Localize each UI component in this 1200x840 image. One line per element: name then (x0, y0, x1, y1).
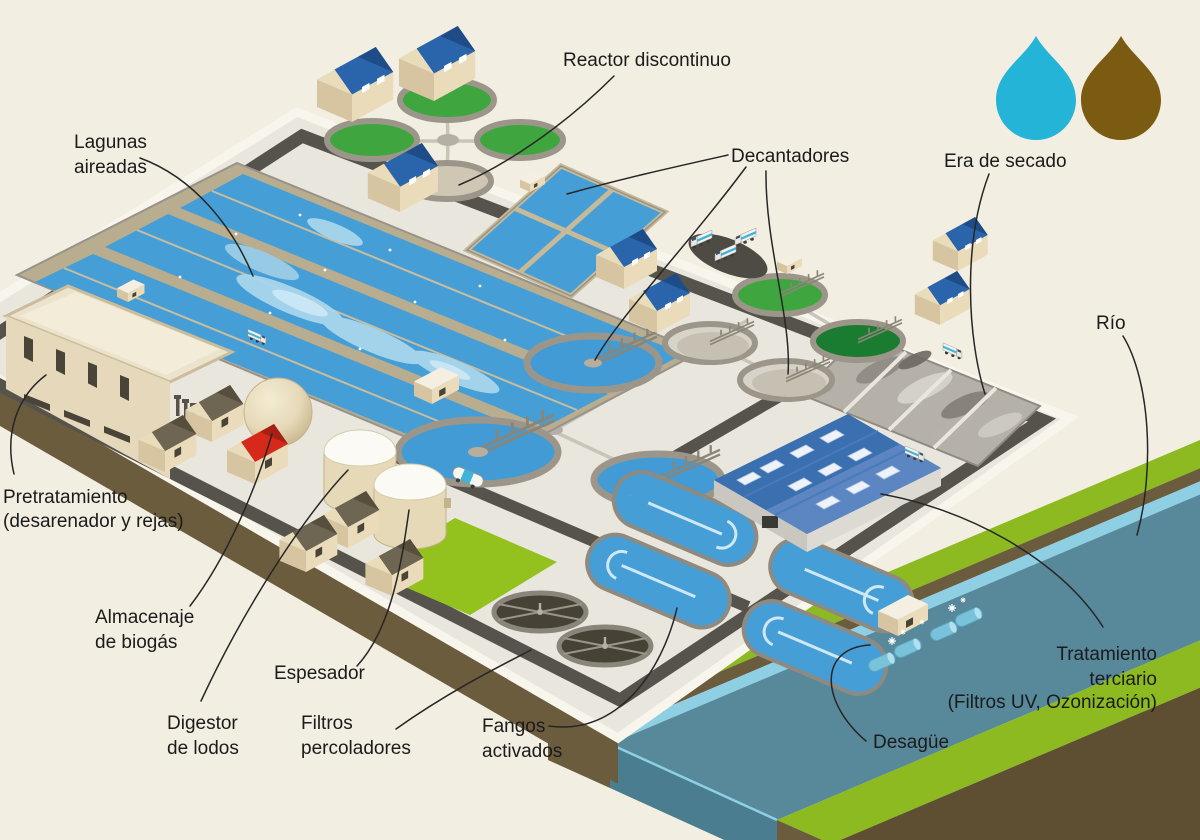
pump-hub (437, 134, 459, 146)
river-water (610, 494, 1200, 820)
leader-line (566, 154, 729, 195)
leader-line (139, 157, 254, 277)
river-far-bank (777, 640, 1200, 840)
leader-line (765, 170, 790, 375)
label-lagunas-2: aireadas (74, 157, 147, 178)
label-biogas-2: de biogás (95, 632, 177, 653)
label-pretratamiento-2: (desarenador y rejas) (3, 511, 184, 532)
tertiary-treatment-warehouse (714, 414, 941, 552)
activated-sludge-ditches (585, 470, 915, 696)
label-terciario-1: Tratamiento (1056, 644, 1157, 665)
leader-line (189, 433, 273, 607)
thickener-tank (373, 463, 451, 550)
leader-line (594, 166, 747, 361)
leader-line (200, 469, 349, 702)
clean-water-drop-icon (996, 36, 1076, 140)
label-decantadores: Decantadores (731, 146, 849, 167)
river-cut-lip (609, 742, 778, 822)
label-lagunas-1: Lagunas (74, 132, 147, 153)
label-percoladores-1: Filtros (301, 713, 353, 734)
callout-desague: Desagüe (830, 644, 949, 753)
leader-line (458, 75, 615, 186)
parking-area (688, 233, 768, 279)
label-terciario-2: terciario (1089, 669, 1157, 690)
label-digestor-2: de lodos (167, 738, 239, 759)
callout-tratamiento-terciario: Tratamiento terciario (Filtros UV, Ozoni… (880, 493, 1157, 713)
sludge-drop-icon (1081, 36, 1161, 140)
green-tank (324, 118, 420, 162)
skylights (736, 429, 901, 510)
callout-reactor-discontinuo: Reactor discontinuo (458, 50, 731, 186)
leader-line (548, 607, 678, 728)
callouts: Reactor discontinuo Lagunas aireadas Dec… (3, 50, 1157, 762)
label-percoladores-2: percoladores (301, 738, 411, 759)
leader-line (395, 649, 532, 730)
leader-line (830, 644, 871, 742)
tanker-trailer (452, 466, 484, 489)
rectangular-decanter-basin (462, 163, 670, 299)
lagoon-lane-line (63, 267, 505, 449)
label-pretratamiento-1: Pretratamiento (3, 487, 128, 508)
label-reactor-discontinuo: Reactor discontinuo (563, 50, 731, 71)
label-biogas-1: Almacenaje (95, 607, 194, 628)
leader-line (10, 374, 47, 475)
lagoon-lane-line (136, 229, 578, 411)
label-rio: Río (1096, 313, 1126, 334)
callout-digestor: Digestor de lodos (167, 469, 349, 759)
callout-lagunas-aireadas: Lagunas aireadas (74, 132, 254, 277)
aerated-lagoons (14, 161, 703, 470)
callout-espesador: Espesador (274, 509, 410, 684)
sludge-drying-beds (798, 332, 1042, 468)
label-espesador: Espesador (274, 663, 366, 684)
leader-line (969, 173, 990, 395)
label-desague: Desagüe (873, 732, 949, 753)
leader-line (1122, 335, 1149, 536)
label-terciario-3: (Filtros UV, Ozonización) (948, 692, 1157, 713)
callout-rio: Río (1096, 313, 1149, 536)
label-digestor-1: Digestor (167, 713, 238, 734)
water-quality-legend (996, 36, 1161, 140)
callout-almacenaje-biogas: Almacenaje de biogás (95, 433, 273, 653)
callout-era-de-secado: Era de secado (944, 151, 1067, 395)
green-tank (474, 119, 566, 161)
pretreatment-building (2, 279, 236, 479)
callout-fangos-activados: Fangos activados (482, 607, 678, 762)
callout-pretratamiento: Pretratamiento (desarenador y rejas) (3, 374, 184, 532)
callout-filtros-percoladores: Filtros percoladores (301, 649, 532, 759)
label-fangos-1: Fangos (482, 716, 545, 737)
callout-decantadores: Decantadores (566, 146, 849, 375)
aeration-swirls (224, 218, 500, 394)
river-far-earth (840, 687, 1200, 840)
leader-line (880, 493, 1104, 628)
far-bank-cut-face (777, 820, 822, 840)
earth-band (0, 379, 618, 784)
tanker-trucks (247, 227, 963, 489)
label-fangos-2: activados (482, 741, 562, 762)
river-water-cut-face (610, 744, 777, 840)
trickling-filters (491, 590, 654, 668)
leader-line (356, 509, 410, 667)
label-era-de-secado: Era de secado (944, 151, 1067, 172)
